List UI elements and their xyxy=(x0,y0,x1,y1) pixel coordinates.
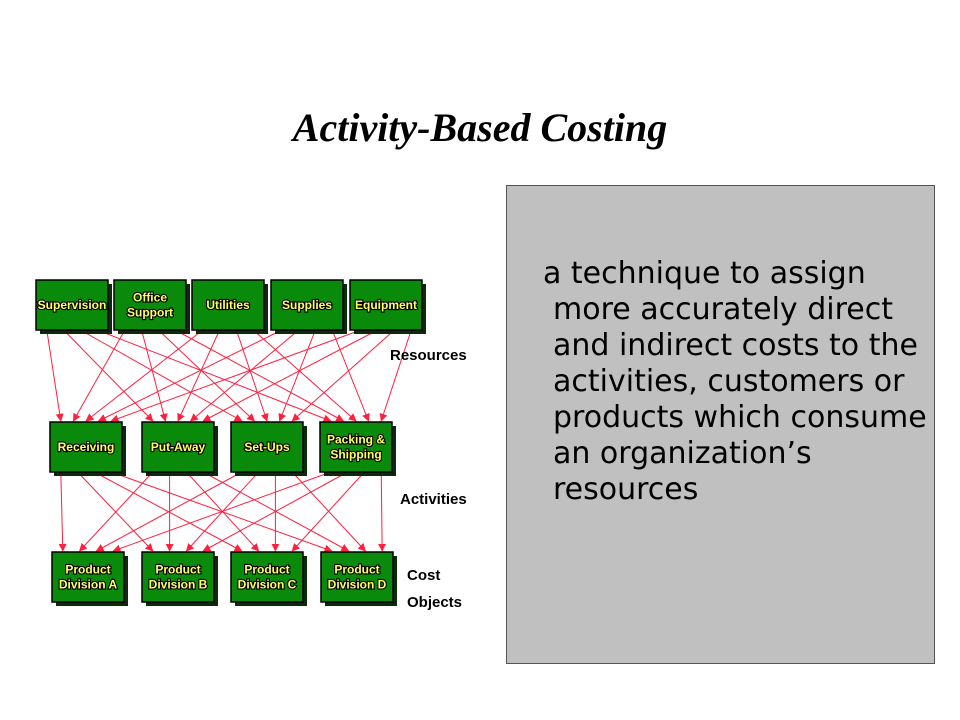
definition-text: a technique to assign more accurately di… xyxy=(543,256,927,507)
resource-activity-arrow-4-3 xyxy=(379,329,412,422)
resource-activity-arrow-1-3 xyxy=(174,329,345,422)
set-ups-box-body xyxy=(230,421,304,473)
supplies-label: Supplies xyxy=(282,298,332,312)
activity-cost-arrow-0-0 xyxy=(58,471,67,552)
packing-shipping-box-body xyxy=(319,421,393,473)
resource-activity-arrow-0-0 xyxy=(46,329,64,422)
utilities-box-body xyxy=(191,279,265,331)
division-c-box-body xyxy=(230,551,304,603)
activity-cost-arrow-3-1 xyxy=(202,471,348,552)
resource-activity-arrow-0-1 xyxy=(63,329,154,422)
supervision-box: Supervision xyxy=(35,279,112,334)
resource-activity-arrow-2-2 xyxy=(235,329,269,422)
resource-activity-arrow-1-1 xyxy=(141,329,168,422)
resource-activity-arrow-0-2 xyxy=(80,329,243,422)
resource-activity-arrow-4-2 xyxy=(291,329,395,422)
utilities-label: Utilities xyxy=(206,298,250,312)
equipment-box: Equipment xyxy=(349,279,426,334)
set-ups-box: Set-Ups xyxy=(230,421,307,476)
resource-activity-arrow-3-3 xyxy=(331,329,370,422)
resource-activity-arrow-4-0 xyxy=(110,329,361,423)
resource-activity-arrow-3-1 xyxy=(189,329,299,422)
resource-activity-arrow-0-3 xyxy=(97,329,332,423)
division-d-box-body xyxy=(320,551,394,603)
resources-tier-label: Resources xyxy=(390,347,467,364)
resource-activity-arrow-2-1 xyxy=(177,329,221,422)
resource-activity-arrow-3-0 xyxy=(97,329,283,422)
resource-activity-arrow-3-2 xyxy=(278,329,316,422)
put-away-box: Put-Away xyxy=(141,421,218,476)
put-away-box-body xyxy=(141,421,215,473)
activity-cost-arrow-0-1 xyxy=(77,471,154,552)
receiving-label: Receiving xyxy=(58,440,115,454)
resource-activity-arrow-1-2 xyxy=(158,329,255,422)
activity-cost-arrow-3-0 xyxy=(112,471,331,553)
resource-activity-arrow-4-1 xyxy=(202,329,378,422)
activity-cost-arrow-2-0 xyxy=(95,471,243,552)
activity-cost-arrow-3-3 xyxy=(378,471,387,552)
office-support-box-body xyxy=(113,279,187,331)
activity-cost-arrow-3-2 xyxy=(291,471,365,552)
division-b-box-body xyxy=(141,551,215,603)
division-a-box-body xyxy=(51,551,125,603)
allocation-arrows xyxy=(46,329,412,553)
receiving-box: Receiving xyxy=(49,421,126,476)
packing-shipping-label: Packing &Shipping xyxy=(327,433,385,462)
slide-title: Activity-Based Costing xyxy=(292,105,668,150)
resource-activity-arrow-2-0 xyxy=(85,329,204,422)
supplies-box: Supplies xyxy=(270,279,347,334)
supervision-label: Supervision xyxy=(38,298,107,312)
equipment-label: Equipment xyxy=(355,298,417,312)
equipment-box-body xyxy=(349,279,423,331)
receiving-box-body xyxy=(49,421,123,473)
packing-shipping-box: Packing &Shipping xyxy=(319,421,396,476)
activity-cost-arrow-1-0 xyxy=(79,471,154,552)
supervision-box-body xyxy=(35,279,109,331)
resource-activity-arrow-2-3 xyxy=(252,329,357,422)
utilities-box: Utilities xyxy=(191,279,268,334)
cost-objects-tier-label: Cost Objects xyxy=(407,567,463,611)
activities-tier-label: Activities xyxy=(400,491,467,508)
put-away-label: Put-Away xyxy=(151,440,206,454)
supplies-box-body xyxy=(270,279,344,331)
definition-panel: a technique to assign more accurately di… xyxy=(506,185,935,664)
resource-activity-arrow-1-0 xyxy=(72,329,126,422)
set-ups-label: Set-Ups xyxy=(244,440,290,454)
